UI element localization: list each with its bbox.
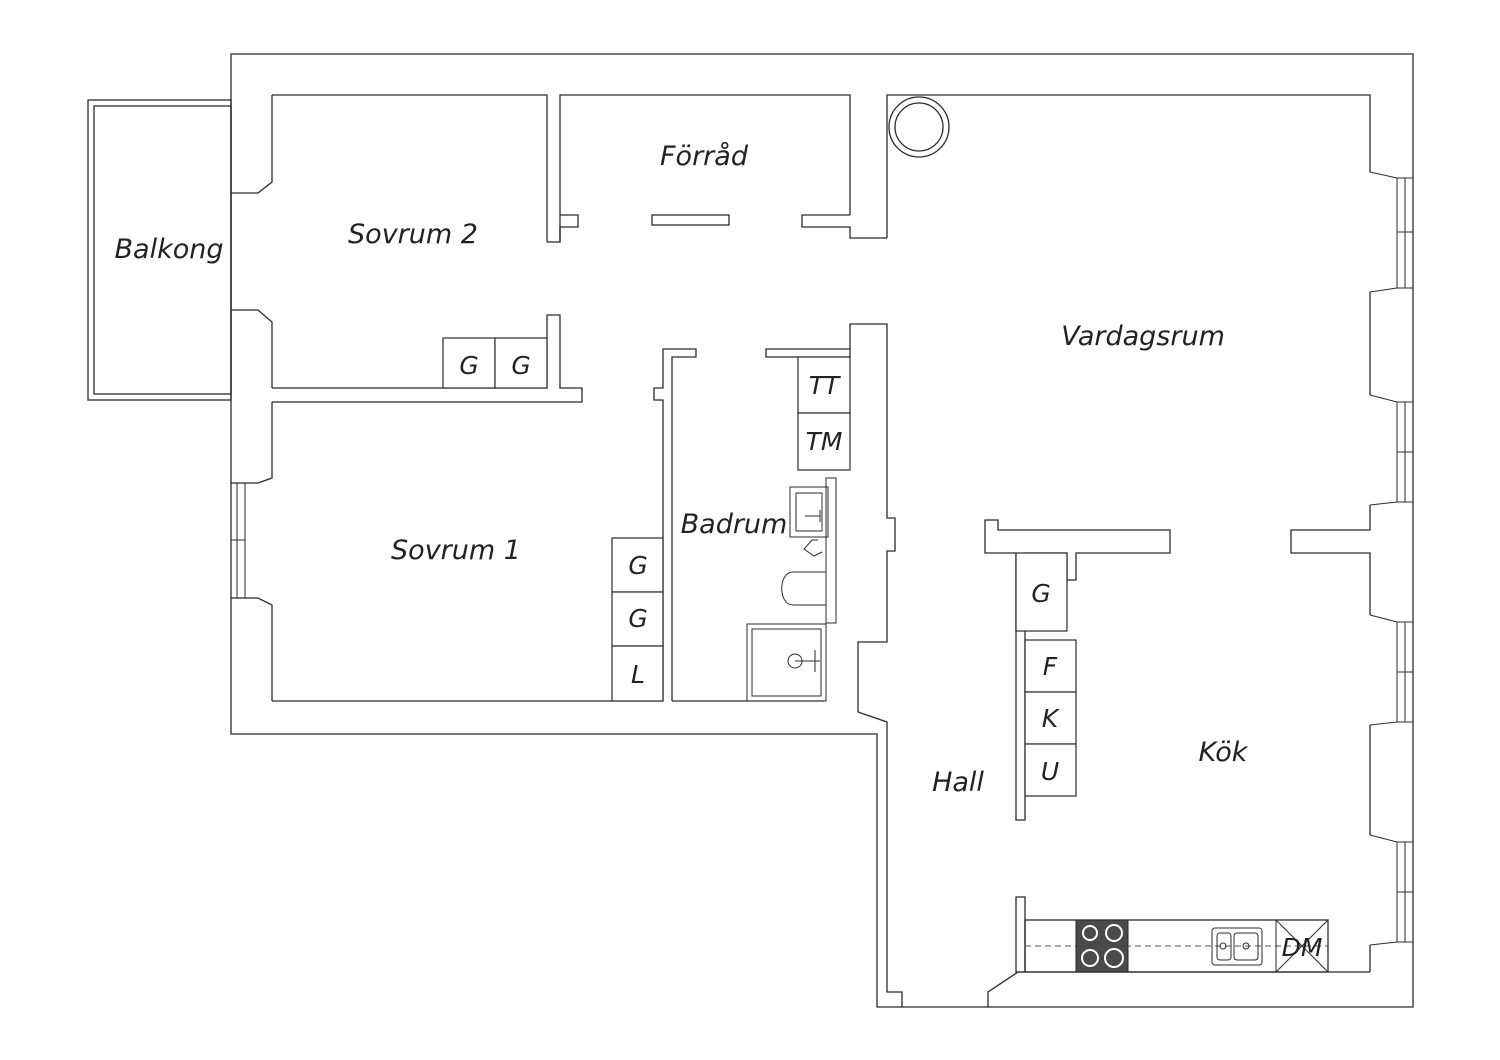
dishwasher-label: DM	[1282, 933, 1323, 962]
room-label-kok: Kök	[1199, 737, 1249, 768]
dryer-label: TT	[809, 371, 841, 400]
wardrobe-label: G	[628, 604, 647, 633]
shower-icon	[746, 623, 827, 702]
chimney	[888, 96, 950, 158]
wardrobe-label: G	[1031, 579, 1050, 608]
room-label-forrad: Förråd	[660, 141, 749, 172]
room-label-sovrum-2: Sovrum 2	[348, 219, 478, 250]
toilet-icon	[781, 571, 827, 606]
freezer-label: F	[1043, 652, 1058, 681]
kitchen-counter	[1024, 919, 1329, 973]
kitchen-sink-icon	[1211, 927, 1263, 966]
linen-closet-label: L	[631, 660, 645, 689]
windows	[231, 171, 1413, 946]
wardrobe-label: G	[511, 351, 530, 380]
room-label-sovrum-1: Sovrum 1	[391, 535, 521, 566]
fixture-boxes	[442, 337, 1077, 797]
dishwasher-icon	[1275, 919, 1329, 973]
room-label-hall: Hall	[932, 767, 984, 798]
washer-label: TM	[806, 427, 843, 456]
sink-icon	[789, 486, 829, 538]
room-label-badrum: Badrum	[681, 509, 788, 540]
room-label-balkong: Balkong	[115, 234, 224, 265]
fridge-label: K	[1042, 704, 1061, 733]
bathroom-fixtures	[746, 477, 837, 702]
wardrobe-label: G	[628, 551, 647, 580]
fixture-labels: G G G G L TT TM G F K U DM	[459, 351, 1322, 962]
room-label-vardagsrum: Vardagsrum	[1061, 321, 1225, 352]
oven-label: U	[1041, 757, 1059, 786]
room-labels: Balkong Sovrum 2 Förråd Vardagsrum Sovru…	[115, 141, 1249, 798]
wardrobe-label: G	[459, 351, 478, 380]
